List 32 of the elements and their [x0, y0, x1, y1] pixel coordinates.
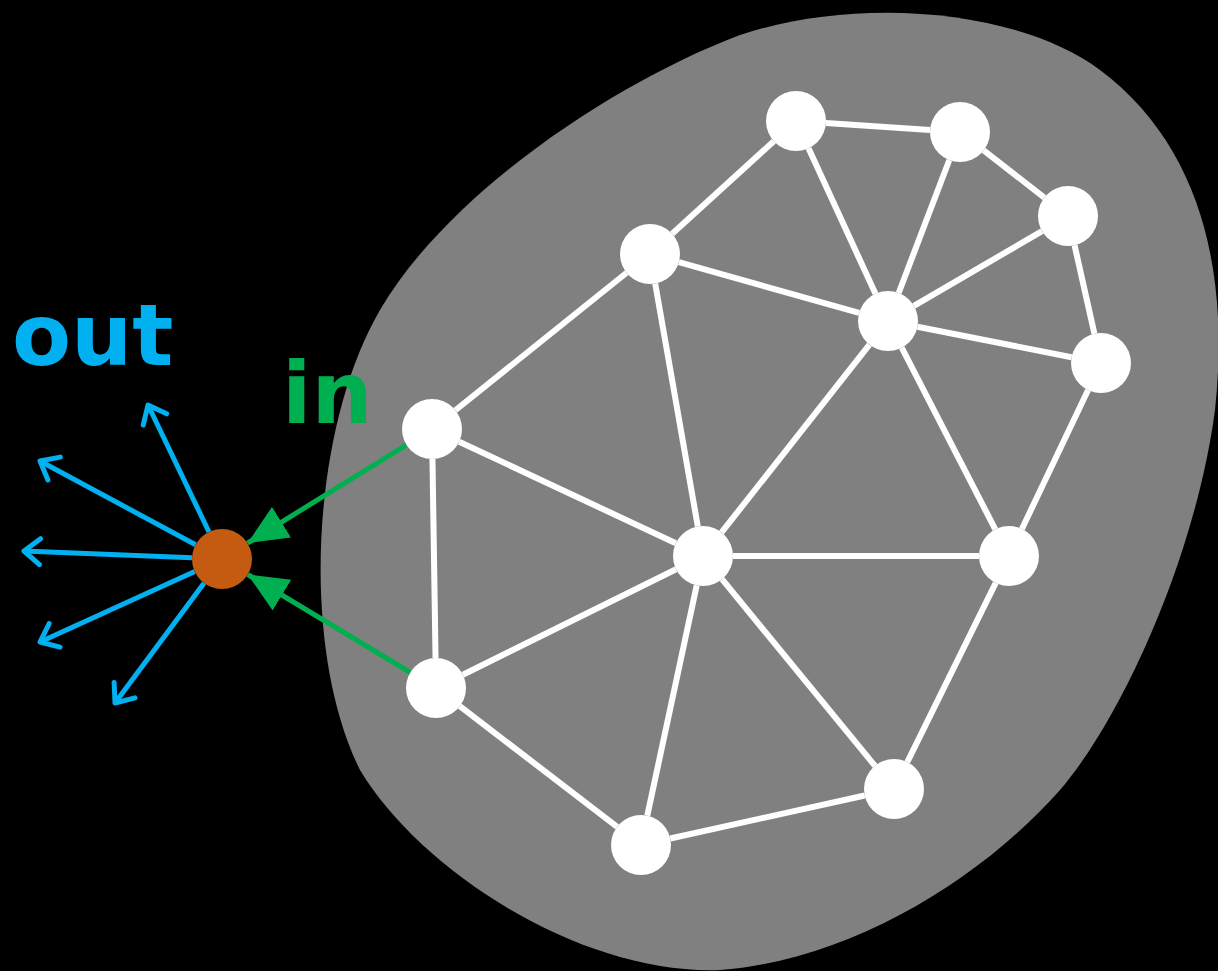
connector-line — [912, 228, 1044, 309]
connector-line — [453, 270, 629, 413]
arrow — [140, 402, 212, 534]
connector-line — [825, 120, 931, 133]
arrow — [246, 442, 408, 546]
connector-line — [670, 139, 776, 236]
connector-line — [678, 259, 860, 316]
connector-line — [981, 148, 1047, 200]
connector-line — [1019, 388, 1091, 531]
connector-line — [429, 458, 439, 659]
connector-line — [461, 566, 678, 678]
connector-line — [457, 439, 678, 546]
connector-line — [805, 147, 879, 295]
connector-line — [644, 584, 700, 817]
connector-line — [1071, 244, 1098, 335]
arrow — [111, 581, 207, 706]
connector-line — [733, 553, 979, 559]
heading-label: out — [12, 292, 174, 378]
arrow — [37, 569, 196, 650]
connector-line — [904, 581, 999, 764]
connector-line — [899, 346, 998, 531]
arrow — [246, 572, 412, 675]
connector-line — [669, 792, 866, 842]
connector-line — [458, 703, 619, 830]
connector-line — [719, 577, 878, 768]
arrow — [37, 454, 197, 547]
connector-line — [895, 158, 953, 295]
connector-line — [916, 323, 1073, 361]
connector-line — [719, 342, 872, 535]
graph-node — [192, 529, 252, 589]
arrow — [21, 536, 193, 568]
connector-line — [652, 283, 701, 527]
